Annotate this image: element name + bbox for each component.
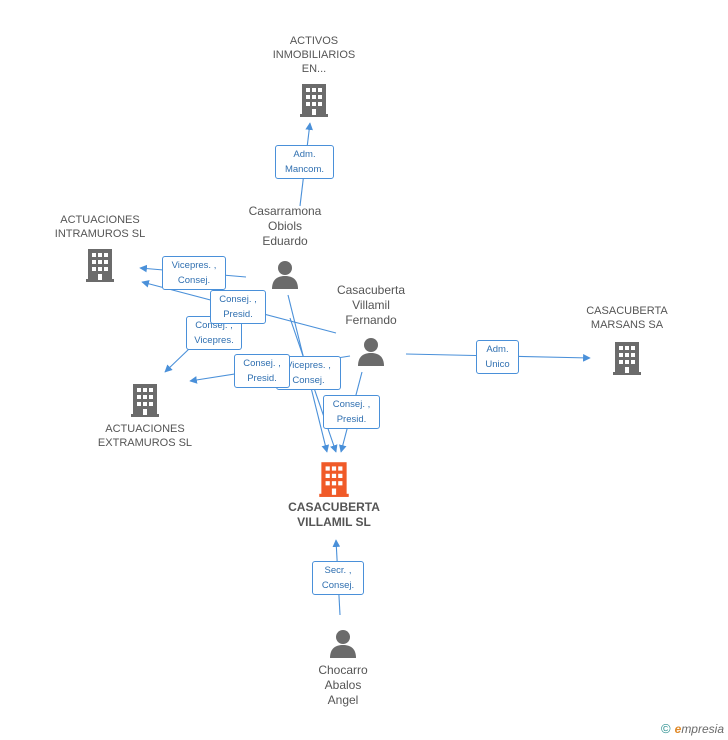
person-icon — [272, 261, 298, 289]
role-badge[interactable]: Adm.Unico — [476, 340, 519, 374]
building-icon-main — [319, 462, 349, 497]
building-icon — [300, 84, 328, 117]
person-icon — [330, 630, 356, 658]
brand-name: mpresia — [681, 722, 724, 736]
role-badge[interactable]: Consej. ,Presid. — [323, 395, 380, 429]
copyright-symbol: © — [661, 721, 671, 736]
building-icon — [131, 384, 159, 417]
building-icon — [613, 342, 641, 375]
building-icon — [86, 249, 114, 282]
empresia-watermark: ©empresia — [661, 721, 724, 736]
role-badge[interactable]: Vicepres. ,Consej. — [162, 256, 226, 290]
role-badge[interactable]: Secr. ,Consej. — [312, 561, 364, 595]
person-icon — [358, 338, 384, 366]
role-badge[interactable]: Adm.Mancom. — [275, 145, 334, 179]
role-badge[interactable]: Consej. ,Presid. — [234, 354, 290, 388]
brand-e: e — [674, 722, 682, 736]
role-badge[interactable]: Consej. ,Presid. — [210, 290, 266, 324]
